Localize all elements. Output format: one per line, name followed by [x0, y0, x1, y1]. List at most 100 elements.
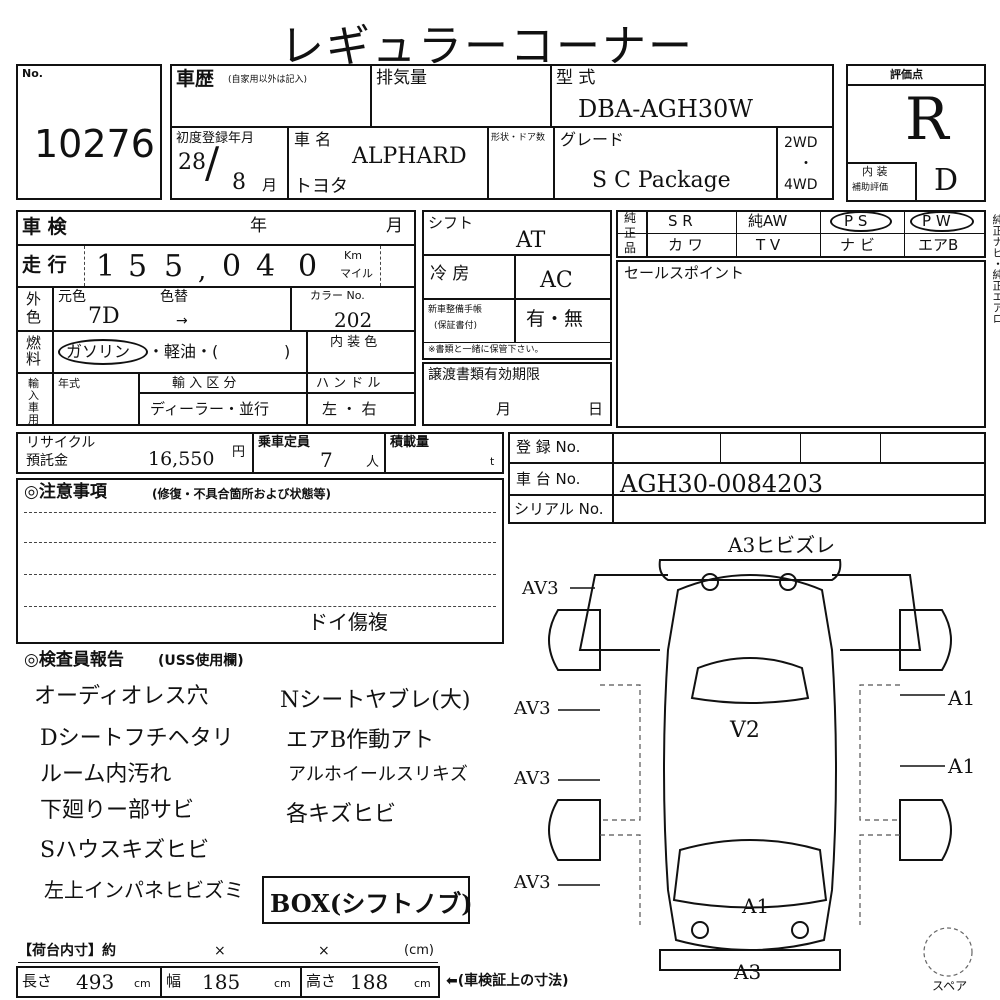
- cargo-label: 【荷台内寸】約: [18, 943, 116, 959]
- shaken-month: 月: [386, 216, 403, 236]
- mileage-d6: 0: [298, 249, 318, 284]
- height-value: 188: [350, 970, 389, 994]
- wd2: 2WD: [784, 135, 818, 151]
- recycle-label-1: リサイクル: [26, 435, 96, 451]
- equipment-box: [616, 210, 986, 258]
- report-right-3: アルホイールスリキズ: [288, 764, 468, 785]
- grade-label: グレード: [560, 130, 625, 149]
- pw-circle: [910, 211, 974, 232]
- diagram-a3-bottom: A3: [734, 960, 762, 984]
- import-year-label: 年式: [58, 377, 80, 390]
- capacity-value: 7: [320, 448, 333, 472]
- grade-value: S C Package: [592, 168, 731, 193]
- manual-label-1: 新車整備手帳: [428, 305, 483, 315]
- fuel-rest: ・軽油・(: [148, 342, 219, 361]
- first-reg-slash: /: [205, 138, 220, 187]
- cargo-x1: ×: [214, 943, 226, 959]
- fuel-close: ): [284, 342, 291, 361]
- report-right-1: Nシートヤブレ(大): [280, 688, 471, 713]
- shift-label: シフト: [428, 214, 474, 232]
- first-reg-label: 初度登録年月: [176, 131, 255, 146]
- report-right-4: 各キズヒビ: [286, 802, 397, 827]
- history-label: 車歴: [176, 68, 215, 90]
- manual-label-2: (保証書付): [434, 321, 478, 331]
- mileage-d3: ,: [198, 256, 207, 286]
- equipment-side-3: 品: [624, 241, 637, 255]
- change-color-label: 色替: [160, 289, 188, 305]
- transfer-month: 月: [496, 400, 512, 418]
- import-side-3: 車: [28, 401, 39, 414]
- fuel-side-2: 料: [26, 350, 42, 368]
- report-left-2: Dシートフチヘタリ: [40, 726, 234, 751]
- import-type-label: 輸 入 区 分: [172, 376, 237, 391]
- handle-value: 左 ・ 右: [322, 400, 377, 418]
- equipment-side-1: 純: [624, 211, 637, 225]
- sales-point-label: セールスポイント: [624, 264, 745, 282]
- equipment-side-2: 正: [624, 226, 637, 240]
- width-value: 185: [202, 970, 241, 994]
- model-label: 型 式: [556, 68, 596, 88]
- diagram-av3-1: AV3: [522, 578, 559, 599]
- report-left-3: ルーム内汚れ: [40, 762, 172, 787]
- mileage-d4: 0: [222, 249, 242, 284]
- chassis-value: AGH30-0084203: [620, 470, 823, 498]
- first-reg-month: 8: [232, 170, 246, 195]
- transfer-box: [422, 362, 612, 426]
- page-title: レギュラーコーナー: [280, 21, 694, 72]
- interior-rating-value: D: [934, 163, 959, 198]
- length-label: 長さ: [22, 972, 53, 990]
- diagram-top-label: A3ヒビズレ: [728, 533, 836, 557]
- exterior-color-side-1: 外: [26, 290, 42, 308]
- handle-label: ハ ン ド ル: [316, 376, 381, 391]
- manual-value: 有・無: [526, 308, 584, 330]
- wd4: 4WD: [784, 177, 818, 193]
- equip-airbag: エアB: [918, 236, 959, 254]
- ac-value: AC: [540, 268, 573, 293]
- capacity-unit: 人: [366, 455, 380, 470]
- inspector-title: ◎検査員報告: [24, 650, 124, 670]
- car-name-label: 車 名: [294, 130, 332, 149]
- width-label: 幅: [166, 972, 182, 990]
- fuel-side-1: 燃: [26, 334, 42, 352]
- rating-label: 評価点: [890, 68, 923, 81]
- mileage-unit-mile: マイル: [340, 267, 373, 280]
- shaken-year: 年: [250, 216, 267, 236]
- sales-point-box: [616, 260, 986, 428]
- capacity-label: 乗車定員: [258, 435, 311, 450]
- displacement-label: 排気量: [376, 68, 427, 88]
- spare-label: スペア: [932, 979, 968, 993]
- report-left-6: 左上インパネヒビズミ: [44, 878, 244, 902]
- caution-box: [16, 478, 504, 644]
- cargo-note: ⬅(車検証上の寸法): [446, 973, 569, 989]
- box-note: BOX(シフトノブ): [270, 889, 473, 918]
- model-value: DBA-AGH30W: [578, 95, 753, 123]
- ac-label: 冷 房: [430, 264, 470, 284]
- import-side-2: 入: [28, 389, 39, 402]
- recycle-label-2: 預託金: [26, 453, 68, 469]
- manual-note: ※書類と一緒に保管下さい。: [428, 345, 544, 355]
- no-label: No.: [22, 67, 43, 80]
- mileage-label: 走 行: [22, 254, 67, 276]
- report-left-5: Sハウスキズヒビ: [40, 838, 210, 863]
- length-cm: cm: [134, 977, 151, 990]
- ps-circle: [830, 211, 892, 232]
- interior-color-label: 内 装 色: [330, 335, 378, 350]
- car-name-value: ALPHARD: [352, 144, 467, 169]
- diagram-av3-3: AV3: [514, 768, 551, 789]
- caution-sub: (修復・不具合箇所および状態等): [152, 487, 331, 501]
- no-box: [16, 64, 162, 200]
- equip-sr: S R: [668, 212, 693, 230]
- equip-aw: 純AW: [748, 212, 788, 230]
- inspection-block: [16, 210, 416, 426]
- color-no-value: 202: [334, 308, 373, 332]
- vehicle-info-box: [170, 64, 834, 200]
- orig-color-label: 元色: [58, 289, 86, 305]
- rating-value: R: [905, 85, 949, 153]
- mileage-d0: 1: [96, 249, 116, 284]
- import-side-1: 輸: [28, 377, 39, 390]
- transfer-day: 日: [588, 400, 604, 418]
- color-arrow: →: [176, 313, 188, 329]
- recycle-box: [16, 432, 504, 474]
- side-note: 純正ナビ・純正エアロ: [991, 214, 1000, 324]
- mileage-d1: 5: [128, 249, 148, 284]
